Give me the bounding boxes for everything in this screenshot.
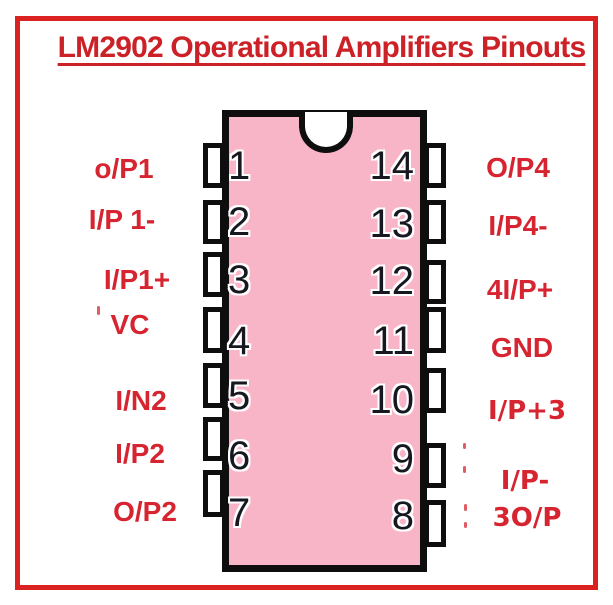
pin-label-1: o/P1 [94, 153, 154, 184]
pin-number-13: 13 [369, 202, 415, 246]
stray-mark [463, 466, 466, 473]
stray-mark [97, 306, 100, 315]
pin-stub-8 [424, 500, 446, 547]
pin-number-6: 6 [228, 434, 251, 478]
pin-stub-5 [203, 363, 225, 408]
pin-number-1: 1 [228, 144, 251, 188]
pin-number-8: 8 [391, 494, 414, 538]
pin-number-7: 7 [228, 491, 251, 535]
pin-stub-11 [424, 307, 446, 353]
pin-number-5: 5 [228, 374, 251, 418]
pin-label-10: I/P+3 [487, 396, 567, 426]
pin-stub-14 [424, 143, 446, 188]
page-title: LM2902 Operational Amplifiers Pinouts [30, 31, 613, 65]
pin-number-3: 3 [228, 258, 251, 302]
pin-label-9: I/P- [500, 466, 550, 496]
pin-label-8: 3O/P [492, 503, 562, 533]
pin-label-4: VC [110, 309, 150, 340]
pin-number-11: 11 [372, 319, 414, 363]
pin-label-14: O/P4 [486, 152, 550, 183]
pin-number-9: 9 [391, 437, 414, 481]
pin-label-3: I/P1+ [103, 264, 171, 295]
pin-number-10: 10 [369, 378, 415, 422]
pin-label-12: 4I/P+ [486, 274, 554, 305]
pin-number-4: 4 [228, 319, 251, 363]
pin-stub-3 [203, 252, 225, 297]
pin-stub-2 [203, 200, 225, 244]
stray-mark [464, 522, 467, 528]
pin-stub-1 [203, 143, 225, 188]
pin-label-6: I/P2 [115, 438, 165, 469]
pin-stub-10 [424, 368, 446, 413]
pin-stub-7 [203, 470, 225, 517]
pin-stub-6 [203, 417, 225, 461]
pin-label-5: I/N2 [115, 385, 167, 416]
pin-label-2: I/P 1- [88, 204, 156, 235]
pin-stub-12 [424, 260, 446, 304]
pin-label-11: GND [490, 332, 554, 363]
stray-mark [463, 443, 466, 449]
pin-number-12: 12 [369, 259, 415, 303]
pin-number-2: 2 [228, 200, 251, 244]
pin-number-14: 14 [369, 144, 415, 188]
pin-stub-9 [424, 443, 446, 488]
page-title-text: LM2902 Operational Amplifiers Pinouts [57, 31, 587, 64]
stray-mark [464, 504, 467, 511]
pin-label-7: O/P2 [113, 496, 177, 527]
page-border [15, 16, 598, 590]
pin-label-13: I/P4- [488, 210, 548, 241]
pin-stub-13 [424, 200, 446, 244]
pin-stub-4 [203, 307, 225, 353]
